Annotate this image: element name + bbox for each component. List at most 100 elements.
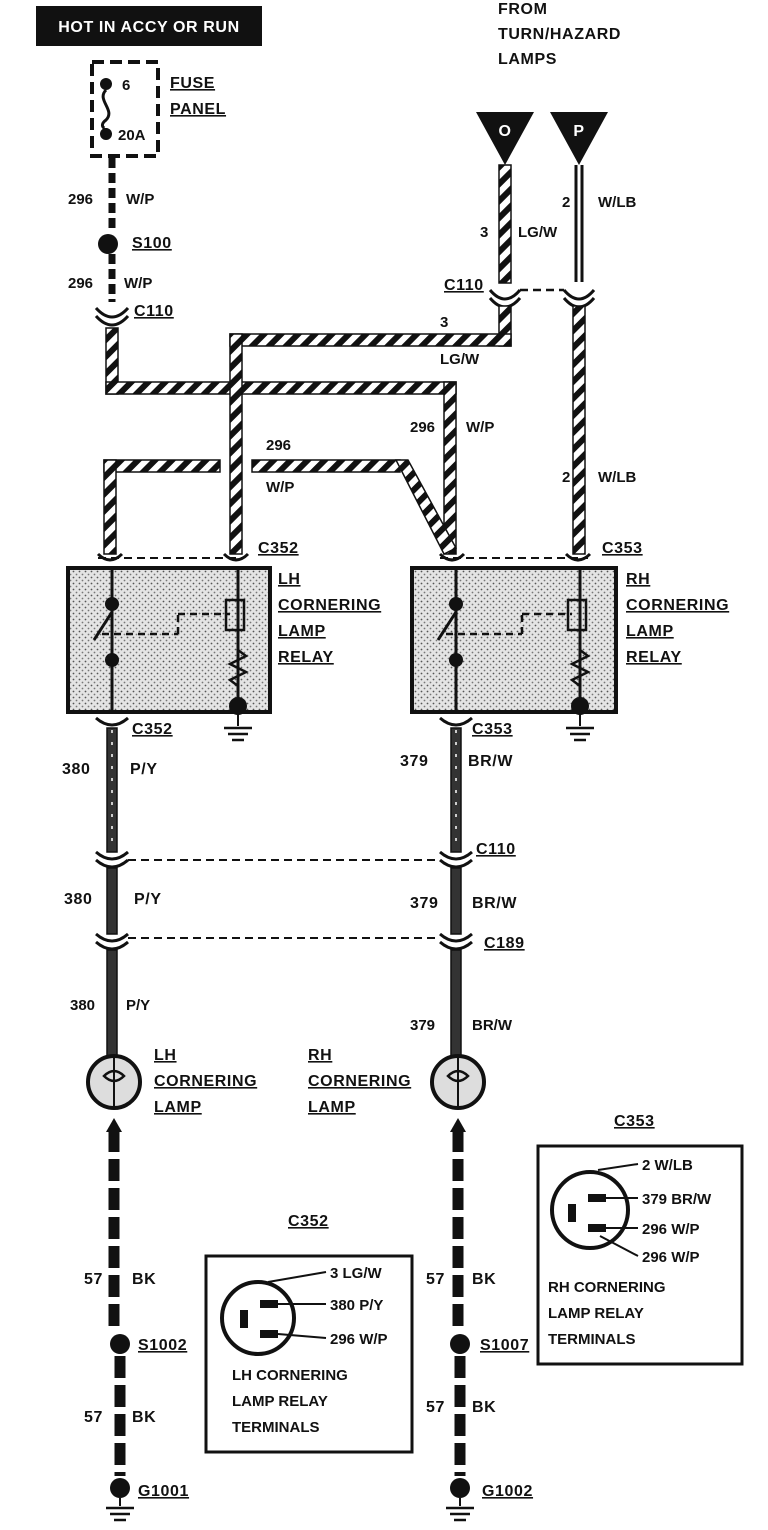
label-inset-c352-pins-2: 296 W/P <box>330 1331 388 1348</box>
label-wires-w296-b-color: W/P <box>124 275 152 292</box>
label-grounds-g1001: G1001 <box>138 1483 189 1500</box>
label-inset-c352-caption3: TERMINALS <box>232 1419 320 1436</box>
rh-cornering-lamp-icon <box>430 1054 486 1110</box>
label-fuse-line2: PANEL <box>170 101 226 118</box>
label-wires-w296-c-color: W/P <box>466 419 494 436</box>
label-wires-w3-b-color: LG/W <box>440 351 480 368</box>
label-inset-c352-caption2: LAMP RELAY <box>232 1393 328 1410</box>
label-splices-s1002: S1002 <box>138 1337 187 1354</box>
label-wires-w57-c-color: BK <box>472 1271 496 1288</box>
label-lamps-lh-line3: LAMP <box>154 1099 202 1116</box>
label-wires-w379-c-color: BR/W <box>472 1017 513 1034</box>
inset-c353-terminals: 2 W/LB 379 BR/W 296 W/P 296 W/P RH CORNE… <box>536 1144 744 1366</box>
wire-2-wlb <box>520 165 596 555</box>
label-wires-w296-c-circuit: 296 <box>410 419 435 436</box>
label-wires-w57-b-circuit: 57 <box>84 1409 103 1426</box>
fuse-panel: 6 20A FUSE PANEL <box>90 60 226 158</box>
label-relays-lh-line1: LH <box>278 571 301 588</box>
inset-c352-terminals: 3 LG/W 380 P/Y 296 W/P LH CORNERING LAMP… <box>204 1254 414 1454</box>
label-wires-w57-b-color: BK <box>132 1409 156 1426</box>
label-fuse-line1: FUSE <box>170 75 215 92</box>
hot-in-accy-or-run-banner: HOT IN ACCY OR RUN <box>36 6 262 46</box>
label-inset-c352-pins-1: 380 P/Y <box>330 1297 383 1314</box>
label-connectors-c353-top: C353 <box>602 540 643 557</box>
label-wires-w380-c-circuit: 380 <box>70 997 95 1014</box>
label-source-line1: FROM <box>498 1 548 18</box>
label-wires-w3-b-circuit: 3 <box>440 314 448 331</box>
label-source-pin-left: O <box>498 123 511 140</box>
source-label: FROM TURN/HAZARD LAMPS <box>498 1 621 68</box>
label-wires-w379-b-color: BR/W <box>472 895 517 912</box>
label-wires-w57-a-circuit: 57 <box>84 1271 103 1288</box>
label-wires-w3-a-color: LG/W <box>518 224 558 241</box>
label-lamps-rh-line3: LAMP <box>308 1099 356 1116</box>
rh-cornering-lamp-relay <box>410 552 618 742</box>
label-wires-w380-c-color: P/Y <box>126 997 150 1014</box>
label-wires-w296-a-circuit: 296 <box>68 191 93 208</box>
label-source-pin-right: P <box>573 123 584 140</box>
label-connectors-c353-bottom: C353 <box>472 721 513 738</box>
label-inset-c353-caption1: RH CORNERING <box>548 1279 666 1296</box>
source-pin-p: P <box>550 112 608 165</box>
label-wires-w57-d-circuit: 57 <box>426 1399 445 1416</box>
label-wires-w380-b-circuit: 380 <box>64 891 93 908</box>
label-source-line3: LAMPS <box>498 51 557 68</box>
label-wires-w296-d-color: W/P <box>266 479 294 496</box>
label-connectors-c189: C189 <box>484 935 525 952</box>
label-lamps-rh-line1: RH <box>308 1047 332 1064</box>
label-fuse-number: 6 <box>122 77 130 94</box>
label-relays-rh-line1: RH <box>626 571 650 588</box>
label-wires-w2-b-color: W/LB <box>598 469 636 486</box>
label-wires-w296-d-circuit: 296 <box>266 437 291 454</box>
wire-379-brw <box>439 727 473 1059</box>
label-wires-w379-b-circuit: 379 <box>410 895 439 912</box>
label-connectors-c110-top-left: C110 <box>134 303 174 320</box>
label-inset-c353-caption2: LAMP RELAY <box>548 1305 644 1322</box>
label-relays-rh-line2: CORNERING <box>626 597 729 614</box>
lh-cornering-lamp-icon <box>86 1054 142 1110</box>
label-wires-w57-d-color: BK <box>472 1399 496 1416</box>
label-relays-lh-line3: LAMP <box>278 623 326 640</box>
label-header-banner: HOT IN ACCY OR RUN <box>58 19 239 36</box>
label-wires-w57-a-color: BK <box>132 1271 156 1288</box>
label-relays-lh-line4: RELAY <box>278 649 334 666</box>
label-grounds-g1002: G1002 <box>482 1483 533 1500</box>
wire-296-feed <box>94 158 457 395</box>
label-source-line2: TURN/HAZARD <box>498 26 621 43</box>
label-inset-c353-pins-3: 296 W/P <box>642 1249 700 1266</box>
label-lamps-lh-line1: LH <box>154 1047 177 1064</box>
label-wires-w296-a-color: W/P <box>126 191 154 208</box>
label-connectors-c110-mid: C110 <box>476 841 516 858</box>
lh-cornering-lamp-relay <box>66 552 272 742</box>
label-wires-w380-a-color: P/Y <box>130 761 158 778</box>
wire-380-py <box>95 727 129 1059</box>
label-inset-c352-title: C352 <box>288 1213 329 1230</box>
label-inset-c352-caption1: LH CORNERING <box>232 1367 348 1384</box>
label-connectors-c110-top-left: C110 <box>444 277 484 294</box>
wire-296-branches <box>103 381 458 556</box>
label-wires-w2-a-color: W/LB <box>598 194 636 211</box>
label-wires-w57-c-circuit: 57 <box>426 1271 445 1288</box>
label-wires-w380-a-circuit: 380 <box>62 761 91 778</box>
label-inset-c353-pins-2: 296 W/P <box>642 1221 700 1238</box>
label-wires-w2-b-circuit: 2 <box>562 469 570 486</box>
label-relays-lh-line2: CORNERING <box>278 597 381 614</box>
label-wires-w296-b-circuit: 296 <box>68 275 93 292</box>
wire-3-lgw <box>229 164 522 555</box>
splice-s100 <box>98 234 118 254</box>
label-relays-rh-line3: LAMP <box>626 623 674 640</box>
wire-57-bk-left <box>106 1118 134 1522</box>
label-inset-c353-caption3: TERMINALS <box>548 1331 636 1348</box>
label-lamps-lh-line2: CORNERING <box>154 1073 257 1090</box>
label-relays-rh-line4: RELAY <box>626 649 682 666</box>
label-wires-w379-a-color: BR/W <box>468 753 513 770</box>
source-pin-o: O <box>476 112 534 165</box>
label-fuse-rating: 20A <box>118 127 146 144</box>
label-wires-w2-a-circuit: 2 <box>562 194 570 211</box>
label-inset-c353-title: C353 <box>614 1113 655 1130</box>
label-inset-c353-pins-0: 2 W/LB <box>642 1157 693 1174</box>
label-connectors-c352-bottom: C352 <box>132 721 173 738</box>
label-wires-w379-c-circuit: 379 <box>410 1017 435 1034</box>
label-wires-w380-b-color: P/Y <box>134 891 162 908</box>
